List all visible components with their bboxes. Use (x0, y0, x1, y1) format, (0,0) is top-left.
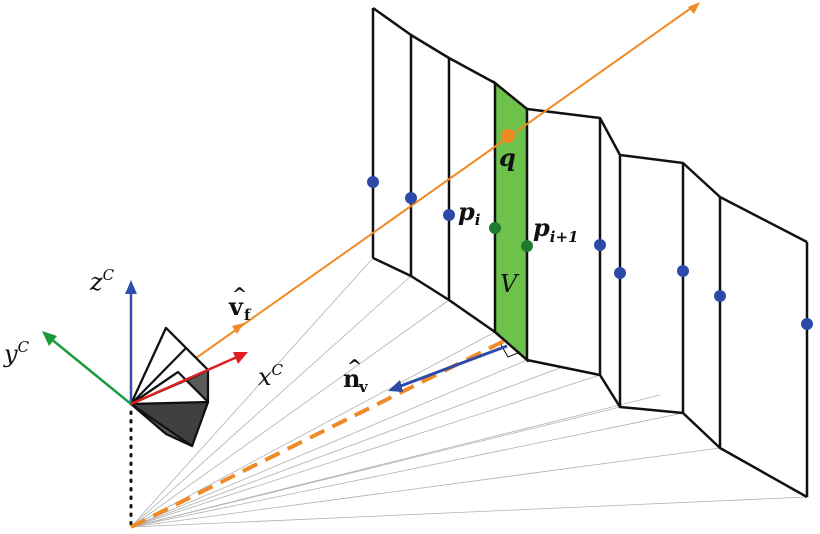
svg-text:^: ^ (232, 284, 247, 305)
wall-normal-label: ^ n v (343, 356, 369, 396)
viewing-direction-ray (130, 2, 700, 405)
point-p-i (489, 222, 501, 234)
point-q (501, 129, 515, 143)
wall-segment-v-label: V (500, 270, 520, 298)
x-axis-arrow (130, 352, 248, 406)
view-direction-projection (130, 338, 507, 529)
z-axis-label: zC (89, 266, 115, 296)
view-direction-label: ^ v f (228, 284, 252, 324)
wall-sample-points (367, 176, 813, 330)
z-axis-arrow (125, 280, 137, 404)
point-p-i-plus-1 (521, 240, 533, 252)
svg-text:n: n (343, 364, 360, 393)
wall-normal-arrow (388, 344, 508, 392)
wall-segment-v (493, 80, 529, 363)
y-axis-label: yC (3, 338, 30, 368)
p-i-plus-1-label: pi+1 (533, 213, 579, 246)
svg-text:v: v (358, 378, 369, 396)
x-axis-label: xC (258, 361, 284, 391)
y-axis-arrow (42, 331, 132, 405)
q-label: q (499, 143, 516, 172)
svg-text:v: v (228, 292, 244, 321)
projection-rays (130, 257, 808, 528)
p-i-label: pi (458, 197, 481, 229)
wall-outline (371, 6, 809, 499)
svg-text:^: ^ (347, 356, 362, 377)
svg-text:f: f (244, 306, 252, 324)
